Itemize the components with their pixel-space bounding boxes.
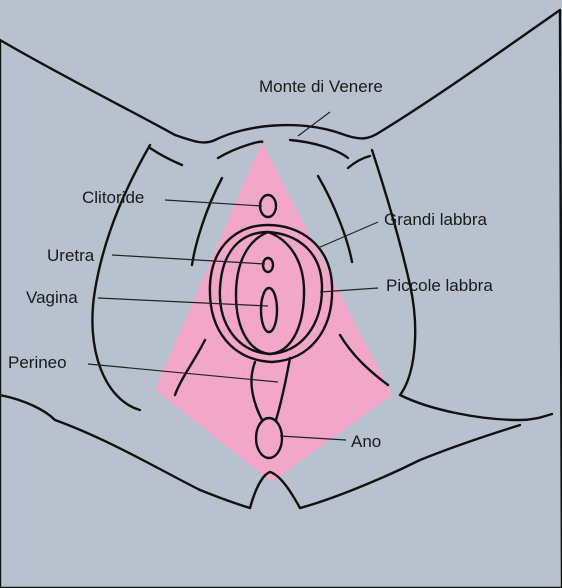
right-thigh-outline bbox=[370, 148, 554, 422]
leader-clitoris bbox=[164, 199, 263, 207]
skin-body bbox=[0, 8, 562, 588]
leader-perineum bbox=[87, 363, 279, 383]
mons-crease-right bbox=[288, 138, 350, 160]
left-buttock-outline bbox=[0, 393, 252, 510]
left-thigh-outline bbox=[91, 143, 152, 412]
gluteal-cleft bbox=[248, 470, 302, 510]
mons-crease-left bbox=[216, 140, 264, 160]
vestibule bbox=[234, 230, 306, 356]
labia-majora-right-fold bbox=[316, 174, 354, 264]
leader-urethra bbox=[111, 254, 266, 265]
label-anus: Ano bbox=[351, 432, 381, 451]
vagina-shape bbox=[259, 286, 279, 334]
leader-mons bbox=[297, 111, 331, 137]
leader-labia-majora bbox=[317, 221, 379, 249]
label-labia-minora: Piccole labbra bbox=[386, 276, 493, 295]
inner-fold-left bbox=[173, 338, 207, 397]
inner-fold-right bbox=[338, 333, 390, 387]
perineal-region bbox=[155, 142, 392, 482]
label-perineum: Perineo bbox=[8, 353, 67, 372]
urethra-shape bbox=[261, 256, 275, 274]
mons-crease-upper-right bbox=[346, 154, 372, 170]
leader-anus bbox=[279, 435, 347, 441]
label-urethra: Uretra bbox=[47, 246, 95, 265]
labia-majora-left-fold bbox=[190, 176, 224, 267]
label-labia-majora: Grandi labbra bbox=[384, 210, 488, 229]
leader-vagina bbox=[97, 297, 269, 307]
right-buttock-outline bbox=[298, 423, 522, 510]
labia-majora bbox=[208, 223, 334, 364]
mons-crease-upper-left bbox=[148, 146, 184, 167]
leader-labia-minora bbox=[319, 287, 379, 293]
perineum-fold-right bbox=[274, 356, 292, 422]
perineum-fold-left bbox=[250, 360, 264, 422]
label-clitoris: Clitoride bbox=[82, 188, 144, 207]
label-mons: Monte di Venere bbox=[259, 77, 383, 96]
anus-shape bbox=[254, 416, 284, 460]
label-vagina: Vagina bbox=[26, 288, 78, 307]
